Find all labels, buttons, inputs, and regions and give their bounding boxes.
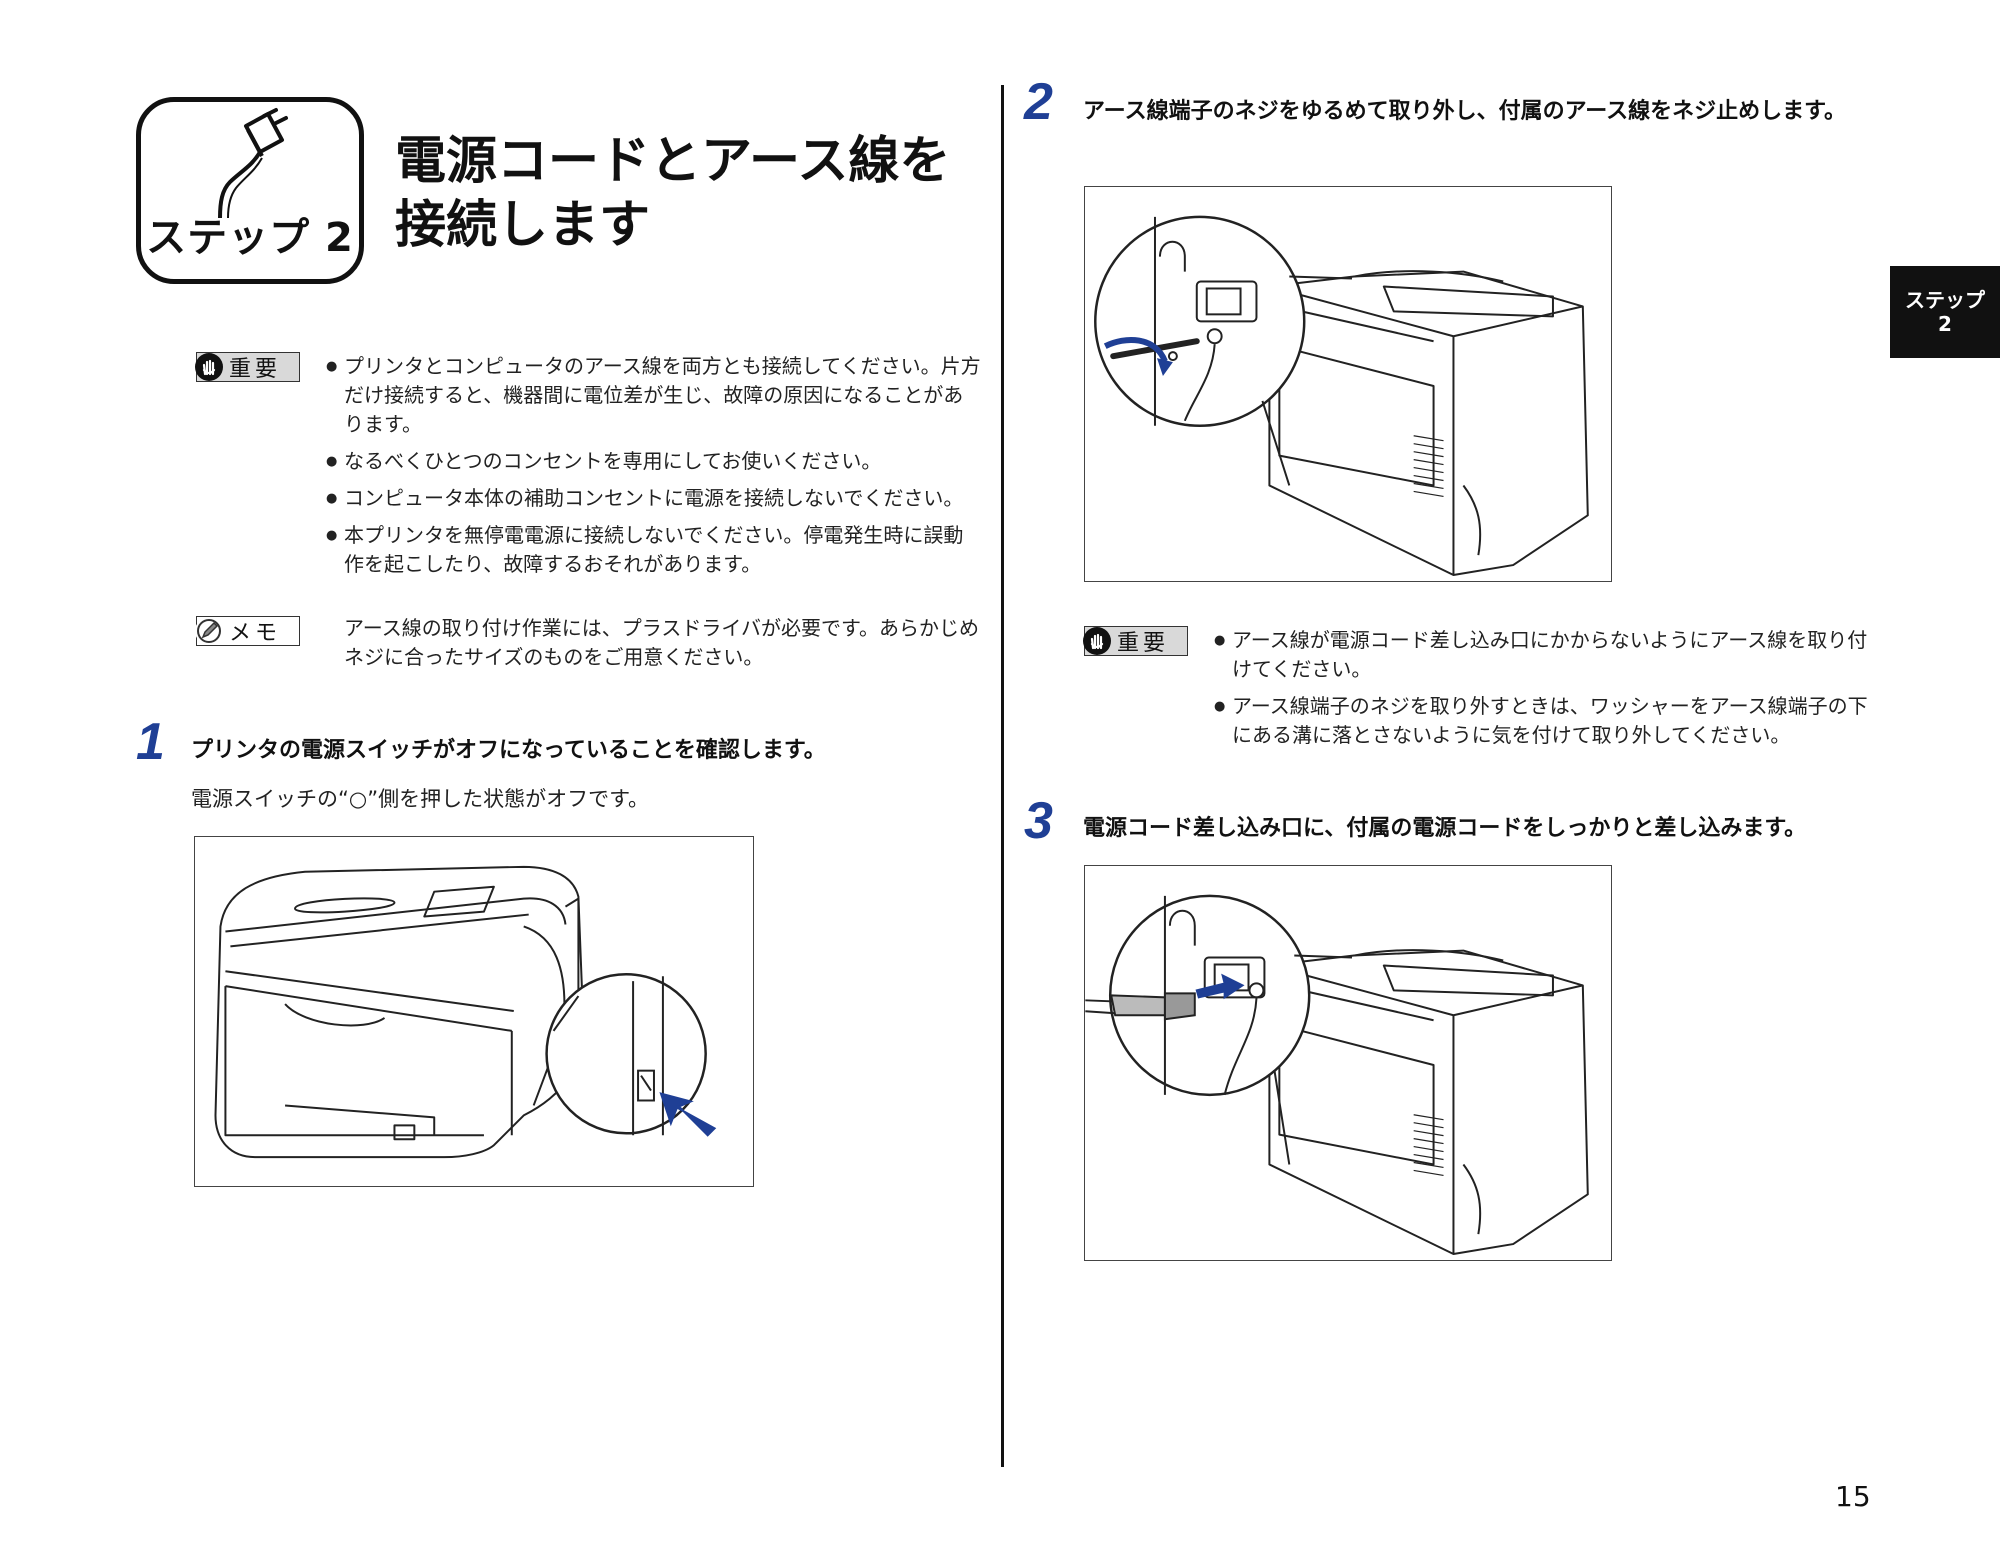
step-number-3: 3 xyxy=(1024,792,1053,850)
page-number: 15 xyxy=(1835,1480,1871,1513)
push-arrow-icon xyxy=(659,1092,717,1137)
step-badge: ステップ 2 xyxy=(136,97,364,284)
printer-rear-ground-illustration xyxy=(1094,215,1589,577)
important-list-1: プリンタとコンピュータのアース線を両方とも接続してください。片方だけ接続すると、… xyxy=(326,352,982,587)
step-number-2: 2 xyxy=(1024,73,1053,131)
side-tab-step-2[interactable]: ステップ 2 xyxy=(1890,266,2000,358)
figure-power-switch xyxy=(194,836,754,1187)
list-item: コンピュータ本体の補助コンセントに電源を接続しないでください。 xyxy=(326,484,982,513)
step-2-text: アース線端子のネジをゆるめて取り外し、付属のアース線をネジ止めします。 xyxy=(1083,99,1846,124)
important-tag-2: 重要 xyxy=(1083,626,1188,656)
power-plug-icon xyxy=(218,108,288,219)
printer-rear-cord-illustration xyxy=(1085,894,1589,1256)
printer-front-illustration xyxy=(214,865,717,1159)
column-divider xyxy=(1001,85,1004,1467)
step-number-1: 1 xyxy=(136,713,165,771)
hand-stop-icon xyxy=(1083,627,1111,655)
pencil-icon xyxy=(195,617,223,645)
step-1-subtext: 電源スイッチの“○”側を押した状態がオフです。 xyxy=(191,787,649,811)
figure-ground-wire xyxy=(1084,186,1612,582)
memo-text: アース線の取り付け作業には、プラスドライバが必要です。あらかじめネジに合ったサイ… xyxy=(344,616,979,669)
step-badge-label: ステップ 2 xyxy=(146,215,354,261)
list-item: 本プリンタを無停電電源に接続しないでください。停電発生時に誤動作を起こしたり、故… xyxy=(326,521,982,579)
figure-power-cord xyxy=(1084,865,1612,1261)
hand-stop-icon xyxy=(195,353,223,381)
insert-arrow-icon xyxy=(1195,973,1245,1000)
list-item: アース線が電源コード差し込み口にかからないようにアース線を取り付けてください。 xyxy=(1214,626,1874,684)
page-title: 電源コードとアース線を 接続します xyxy=(395,132,951,255)
important-list-2: アース線が電源コード差し込み口にかからないようにアース線を取り付けてください。 … xyxy=(1214,626,1874,758)
step-3-text: 電源コード差し込み口に、付属の電源コードをしっかりと差し込みます。 xyxy=(1083,816,1807,841)
important-tag: 重要 xyxy=(195,352,300,382)
list-item: なるべくひとつのコンセントを専用にしてお使いください。 xyxy=(326,447,982,476)
list-item: プリンタとコンピュータのアース線を両方とも接続してください。片方だけ接続すると、… xyxy=(326,352,982,439)
step-1-text: プリンタの電源スイッチがオフになっていることを確認します。 xyxy=(191,738,826,763)
list-item: アース線端子のネジを取り外すときは、ワッシャーをアース線端子の下にある溝に落とさ… xyxy=(1214,692,1874,750)
screwdriver-rotate-icon xyxy=(1103,337,1200,377)
memo-tag: メモ xyxy=(195,616,300,648)
